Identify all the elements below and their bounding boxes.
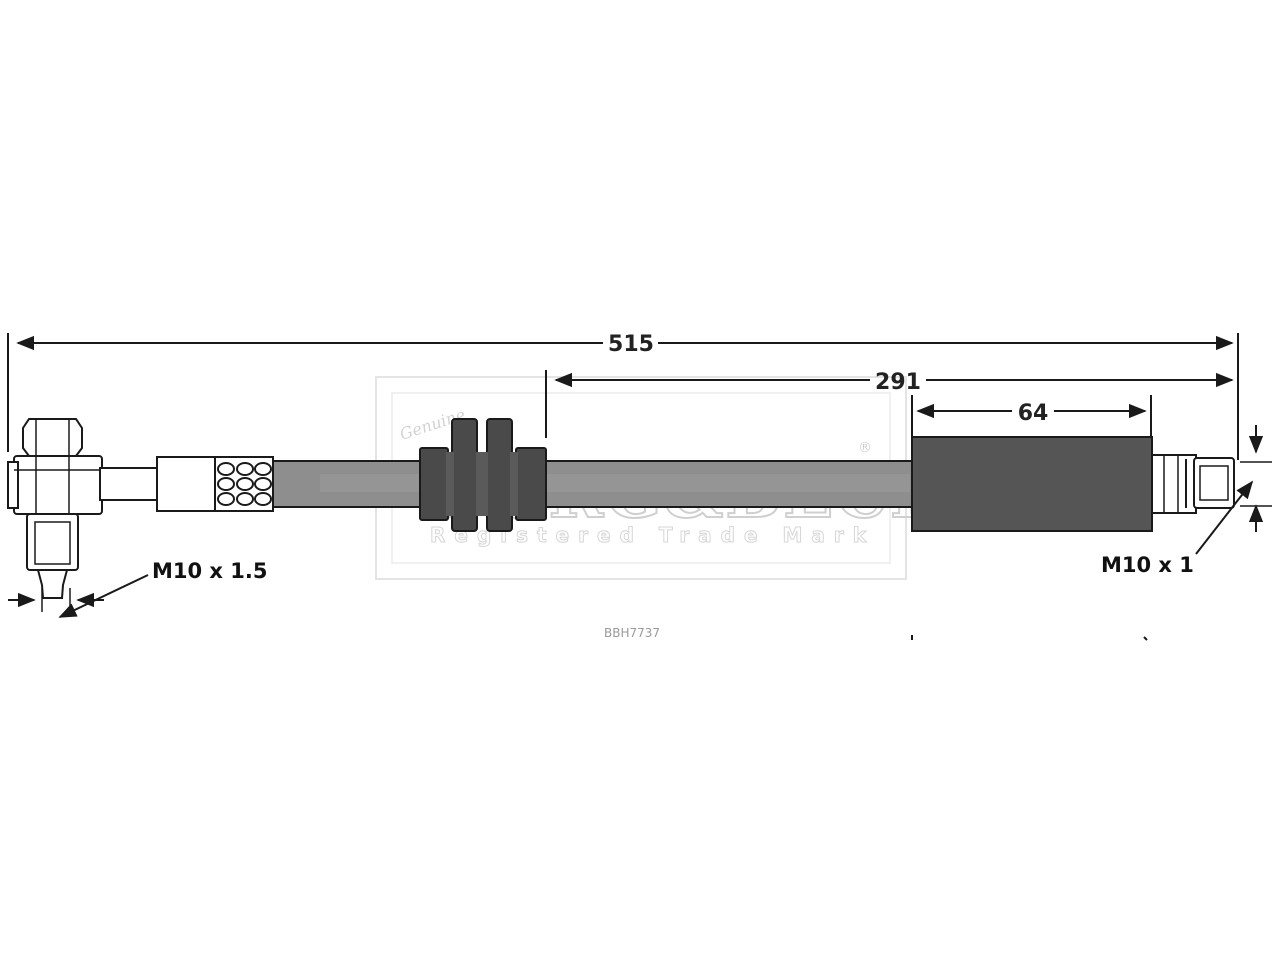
thread-label-right: M10 x 1 [1101, 553, 1194, 577]
dimension-overall: 515 [7, 332, 1239, 460]
clip-collar-left [419, 447, 449, 521]
dimension-sleeve: 64 [911, 395, 1152, 436]
right-end-fitting [1151, 454, 1235, 514]
thread-label-left: M10 x 1.5 [152, 559, 268, 583]
crimp-ferrule-right [1151, 454, 1197, 514]
watermark-registered: ® [858, 440, 872, 456]
hex-nut [22, 418, 83, 457]
leader-line-right [1195, 480, 1254, 555]
metal-pipe [99, 467, 161, 501]
crimp-ferrule [156, 456, 216, 512]
left-thread-callout: M10 x 1.5 [8, 559, 268, 618]
protective-sleeve [911, 436, 1153, 532]
spigot-tip [36, 569, 69, 599]
left-end-fitting [7, 418, 274, 599]
leader-line-left [58, 574, 149, 618]
clip-plate-right [486, 418, 513, 532]
clip-plate-left [451, 418, 478, 532]
part-number: BBH7737 [604, 626, 660, 640]
mounting-clip [419, 418, 547, 532]
right-thread-callout: M10 x 1 [1101, 425, 1272, 577]
hose-highlight [320, 474, 910, 492]
tick-mark-right [1143, 636, 1148, 641]
hose-assembly [7, 418, 1235, 599]
nut-right [1193, 457, 1235, 509]
dimension-hose: 291 [545, 370, 1234, 438]
dimension-label-291: 291 [875, 370, 921, 395]
fitting-block [13, 455, 103, 515]
dimension-label-515: 515 [608, 332, 654, 357]
clip-collar-right [515, 447, 547, 521]
dimension-label-64: 64 [1018, 401, 1049, 426]
